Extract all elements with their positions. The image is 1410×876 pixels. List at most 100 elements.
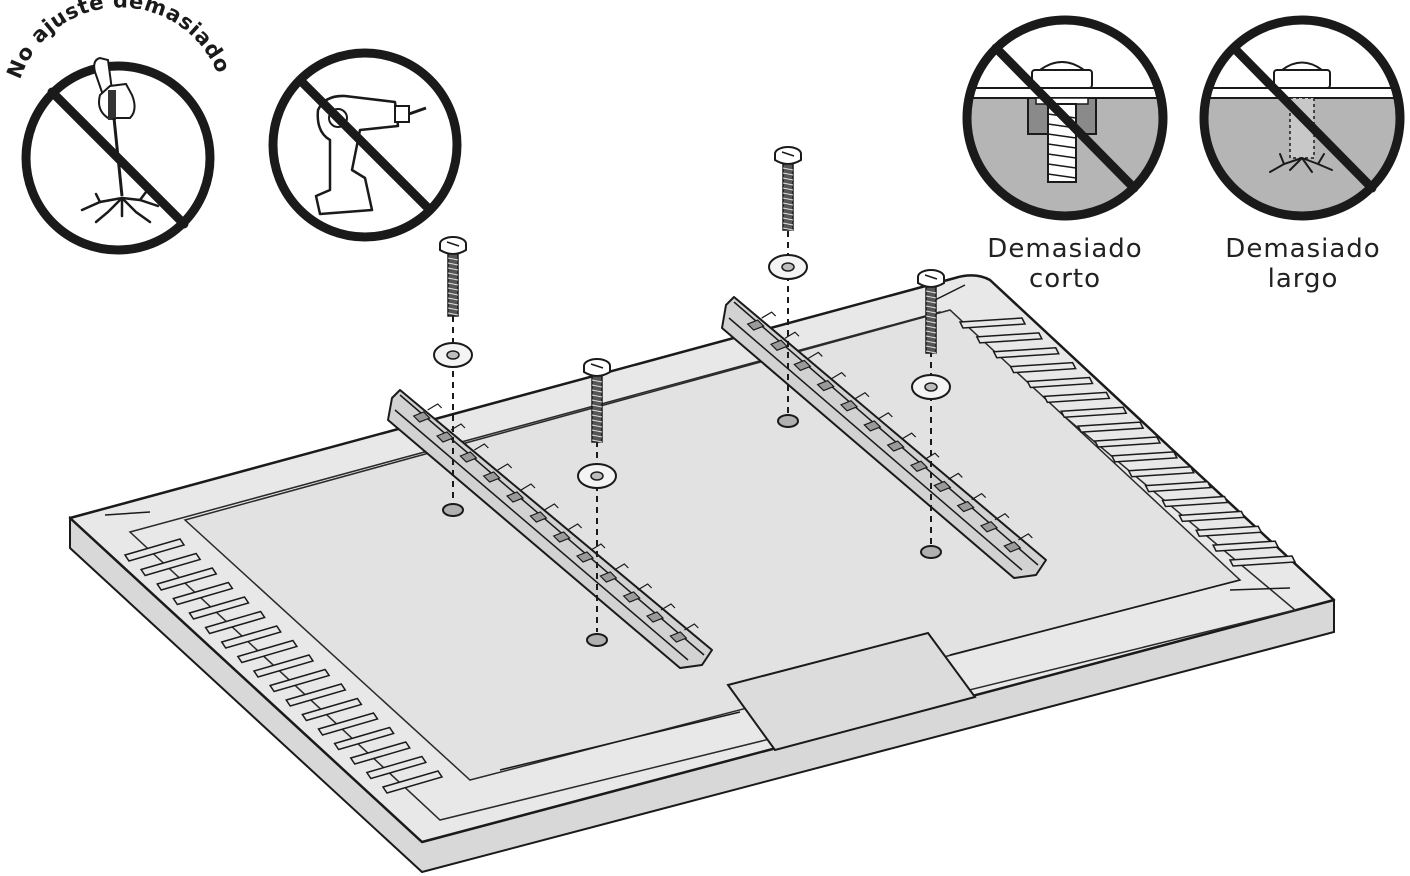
bracket-slot <box>839 400 859 412</box>
bracket-slot <box>645 611 665 623</box>
bracket-slot <box>979 521 999 533</box>
vent-slot <box>156 567 218 591</box>
mounting-bracket-left <box>387 389 713 669</box>
vent-slot <box>1127 465 1195 478</box>
bracket-slot <box>575 551 595 563</box>
vent-slots-right <box>958 317 1297 567</box>
bracket-tab <box>590 543 606 551</box>
too-long-caption-line2: largo <box>1267 264 1339 294</box>
bracket-tab <box>924 452 940 460</box>
mounting-screw <box>583 358 611 443</box>
too-long-caption-line1: Demasiado <box>1225 234 1381 264</box>
mount-hole <box>777 414 799 428</box>
vent-slot <box>333 726 395 751</box>
bracket-tab <box>660 603 676 611</box>
bracket-tab <box>948 472 963 480</box>
bracket-tab <box>901 432 917 440</box>
bracket-slot <box>669 631 688 643</box>
screw-too-short-icon <box>962 15 1168 221</box>
bracket-tab <box>497 463 513 471</box>
bracket-slot <box>863 420 882 432</box>
bracket-slot <box>886 440 905 452</box>
vent-slot <box>204 610 266 635</box>
bracket-slot <box>505 491 525 503</box>
bracket-slot <box>933 480 952 493</box>
vent-slot <box>172 581 234 606</box>
vent-slot <box>958 317 1027 329</box>
bracket-slot <box>529 511 548 523</box>
mount-hole <box>586 633 608 647</box>
too-short-caption-line2: corto <box>1029 264 1101 294</box>
bracket-tab <box>784 331 800 339</box>
bracket-tab <box>520 483 536 491</box>
washers <box>433 254 951 489</box>
vent-slot <box>220 625 282 649</box>
bracket-tab <box>637 583 653 591</box>
vent-slot <box>1076 421 1145 433</box>
power-drill-prohibited-icon <box>268 48 462 242</box>
bracket-tab <box>831 371 847 380</box>
vent-slot <box>381 770 444 794</box>
vent-slot <box>123 538 186 562</box>
mount-hole <box>442 503 464 517</box>
screw-too-long-icon <box>1199 15 1405 221</box>
bracket-tab <box>544 503 559 511</box>
bracket-slot <box>482 471 501 483</box>
vent-slot <box>1144 480 1212 493</box>
vent-slot <box>1195 525 1263 538</box>
bracket-slot <box>552 531 571 543</box>
vent-slot <box>188 596 250 620</box>
vent-slot <box>268 668 331 693</box>
vent-slot <box>1026 376 1094 389</box>
too-short-caption-line1: Demasiado <box>987 234 1143 264</box>
bracket-slot <box>622 591 641 603</box>
vent-slot <box>1060 406 1128 419</box>
bracket-slot <box>816 379 835 392</box>
bracket-slot <box>909 460 929 472</box>
bracket-tab <box>878 412 893 420</box>
washer <box>577 463 617 489</box>
bracket-tab <box>567 523 583 531</box>
bracket-tab <box>684 623 699 631</box>
mount-hole <box>920 545 942 559</box>
too-short-caption: Demasiado corto <box>965 234 1165 294</box>
tv-back-panel <box>68 274 1336 874</box>
mounting-bracket-right <box>721 296 1047 579</box>
vent-slot <box>1178 510 1246 523</box>
mounting-screw <box>439 236 467 317</box>
tv-stand-cutout <box>726 631 977 752</box>
vent-slot <box>1093 436 1162 448</box>
mount-holes <box>442 414 942 647</box>
bracket-tab <box>808 351 823 359</box>
vent-slot <box>975 332 1044 344</box>
vent-slot <box>1228 555 1297 567</box>
vent-slot <box>1110 451 1179 463</box>
bracket-tab <box>614 563 629 571</box>
bracket-slot <box>746 319 765 331</box>
vent-slot <box>349 741 411 765</box>
bracket-slot <box>956 500 975 513</box>
bracket-tab <box>427 403 443 411</box>
bracket-tab <box>971 492 987 501</box>
vent-slots-left <box>123 538 444 794</box>
vent-slot <box>301 697 363 722</box>
bracket-slot <box>793 359 812 372</box>
overtighten-prohibited-icon <box>21 56 215 255</box>
washer <box>433 342 473 368</box>
vent-slot <box>285 683 347 707</box>
vent-slot <box>317 712 379 736</box>
bracket-slot <box>599 571 618 583</box>
vent-slot <box>1211 540 1280 552</box>
screws <box>439 146 945 443</box>
bracket-tab <box>761 311 777 319</box>
bracket-slot <box>1003 541 1022 553</box>
bracket-slot <box>459 451 478 463</box>
mounting-screw <box>917 269 945 354</box>
vent-slot <box>992 346 1060 359</box>
bracket-tab <box>994 512 1010 521</box>
vent-slot <box>252 654 315 678</box>
vent-slot <box>1161 495 1229 508</box>
bracket-tab <box>854 391 870 400</box>
bracket-slot <box>412 411 431 423</box>
